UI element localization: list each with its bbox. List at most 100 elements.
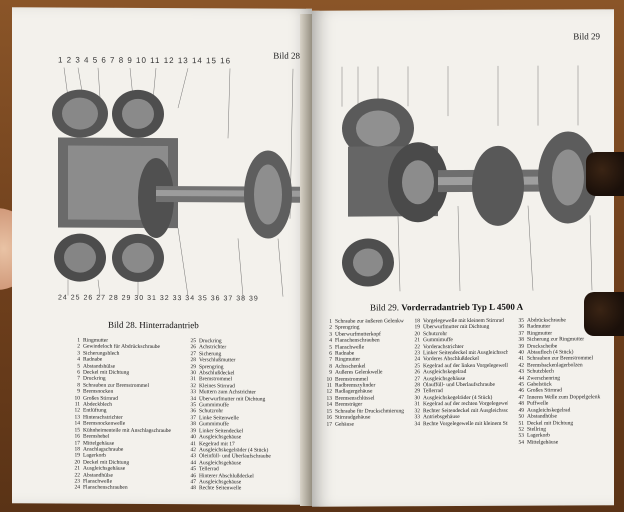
legend-text: Gummimuffe	[199, 421, 229, 428]
left-caption-text: Bild 28. Hinterradantrieb	[108, 319, 199, 331]
right-page: Bild 29 Bild 29. Vorderradantrieb Typ L …	[312, 9, 614, 507]
legend-text: Druckscheibe	[527, 343, 558, 350]
left-callouts-bottom: 24 25 26 27 28 29 30 31 32 33 34 35 36 3…	[58, 294, 259, 303]
legend-text: Abdeckblech	[83, 401, 113, 408]
legend-text: Bremstrommel	[335, 376, 368, 383]
legend-text: Bremsbackenlagerbolzen	[527, 362, 583, 369]
legend-text: Gummimuffe	[199, 402, 229, 409]
legend-text: Schutzrohr	[199, 408, 224, 415]
legend-text: Flanschenschrauben	[83, 484, 128, 492]
legend-text: Deckel mit Dichtung	[527, 419, 574, 427]
legend-text: Gummimuffe	[423, 337, 453, 344]
legend-number: 24	[74, 484, 81, 491]
legend-text: Rechter Seitendeckel mit Ausgleichsschei…	[423, 407, 508, 414]
legend-text: Bremsnocken	[83, 388, 114, 395]
legend-number: 54	[518, 439, 525, 446]
legend-text: Entlüftung	[83, 408, 107, 415]
legend-text: Kleines Stirnrad	[199, 383, 235, 390]
legend-text: Ausgleichsgehäuse	[423, 375, 466, 382]
legend-text: Abstandhülse	[83, 472, 113, 479]
legend-text: Überwurfmutter mit Dichtung	[423, 324, 490, 331]
legend-text: Hinterer Abschlußdeckel	[199, 472, 254, 480]
legend-text: Abdrückschraube	[527, 317, 566, 324]
legend-text: Ringmutter	[83, 337, 109, 344]
legend-text: Sprengring	[335, 324, 360, 332]
legend-number: 34	[414, 420, 421, 427]
rear-axle-cutaway-illustration	[52, 67, 306, 297]
legend-text: Radbremszylinder	[335, 382, 376, 389]
legend-text: Schraube zur äußeren Gelenkwelle	[335, 318, 404, 325]
left-page-label: Bild 28	[273, 50, 300, 61]
legend-text: Großes Stirnrad	[527, 387, 562, 395]
legend-text: Muttern zum Achstrichter	[199, 389, 256, 396]
legend-text: Radlagergehäuse	[335, 388, 373, 396]
legend-text: Bremshebel	[83, 433, 110, 440]
legend-text: Sprengring	[199, 363, 224, 370]
legend-text: Inneres Welle zum Doppelgelenk	[527, 394, 601, 401]
legend-text: Ölauffüll- und Überlaufschraube	[423, 381, 495, 389]
legend-text: Tellerrad	[199, 466, 219, 473]
legend-text: Tellerrad	[423, 388, 443, 395]
book-clip-top	[586, 152, 624, 196]
legend-text: Abtaufloch (4 Stück)	[527, 349, 574, 356]
legend-text: Linker Seitendeckel mit Ausgleichsscheib…	[423, 349, 508, 357]
legend-text: Ausgleichskegelrad	[423, 369, 467, 376]
legend-text: Flanschenschrauben	[335, 337, 380, 344]
legend-text: Achstrichter	[199, 344, 227, 351]
legend-text: Abstandhülse	[527, 413, 557, 420]
legend-text: Druckring	[83, 376, 106, 383]
right-caption: Bild 29. Vorderradantrieb Typ L 4500 A	[370, 302, 523, 313]
left-callouts-top: 1 2 3 4 5 6 7 8 9 10 11 12 13 14 15 16	[58, 55, 232, 66]
legend-text: Abstandshülse	[83, 363, 116, 370]
legend-text: Schutzrohr	[423, 330, 448, 338]
legend-text: Ausgleichsgehäuse	[199, 479, 242, 486]
legend-text: Ringmutter	[527, 330, 553, 337]
legend-text: Ausgleichsgehäuse	[199, 434, 242, 441]
legend-text: Gabelstück	[527, 381, 552, 388]
legend-text: Überwurfmutterkopf	[335, 331, 381, 338]
legend-text: Radnabe	[83, 356, 103, 363]
legend-text: Gewindeloch für Abdrückschraube	[83, 343, 160, 351]
legend-text: Puffwelle	[527, 400, 549, 407]
legend-text: Stirnradgehäuse	[335, 414, 371, 421]
legend-text: Deckel mit Dichtung	[83, 459, 130, 466]
legend-text: Sicherungsblech	[83, 350, 120, 357]
legend-text: Ausgleichsgehäuse	[199, 459, 242, 467]
right-caption-prefix: Bild 29.	[370, 302, 400, 313]
legend-text: Kegelrad mit 17	[199, 440, 235, 447]
legend-text: Schrauben zur Bremstrommel	[83, 382, 149, 389]
legend-text: Rechte Vorgelegewelle mit kleinem Stirnr…	[423, 420, 508, 427]
legend-number: 48	[190, 485, 197, 492]
legend-text: Hinterachstrichter	[83, 414, 123, 421]
legend-text: Radnabe	[335, 350, 355, 357]
front-axle-cutaway-illustration	[341, 65, 598, 292]
legend-text: Schutzblech	[527, 368, 554, 375]
legend-text: Kegelrad auf der linken Vorgelegewelle	[423, 362, 508, 370]
legend-number: 17	[326, 421, 333, 428]
legend-text: Mittelgehäuse	[83, 440, 115, 447]
legend-text: Gehäuse	[335, 421, 354, 428]
legend-text: Ausgleichskegelrad	[527, 407, 571, 414]
legend-text: Außeres Gelenkwelle	[335, 369, 383, 376]
legend-text: Deckel mit Dichtung	[83, 369, 130, 376]
legend-text: Linker Seitendeckel	[199, 427, 244, 435]
right-page-label: Bild 29	[573, 31, 600, 42]
legend-text: Radmutter	[527, 323, 551, 331]
legend-text: Bremstrommel	[199, 376, 232, 383]
legend-text: Lagerkorb	[527, 432, 550, 439]
legend-text: Sicherung zur Ringmutter	[527, 336, 585, 343]
left-caption: Bild 28. Hinterradantrieb	[108, 320, 199, 330]
legend-text: Großes Stirnrad	[83, 395, 118, 402]
book-clip-bottom	[584, 292, 624, 336]
legend-text: Rechte Seitenwelle	[199, 485, 242, 492]
legend-text: Bremsenschlüssel	[335, 395, 375, 402]
legend-text: Mittelgehäuse	[527, 439, 559, 446]
legend-text: Zwerschenring	[527, 375, 560, 382]
